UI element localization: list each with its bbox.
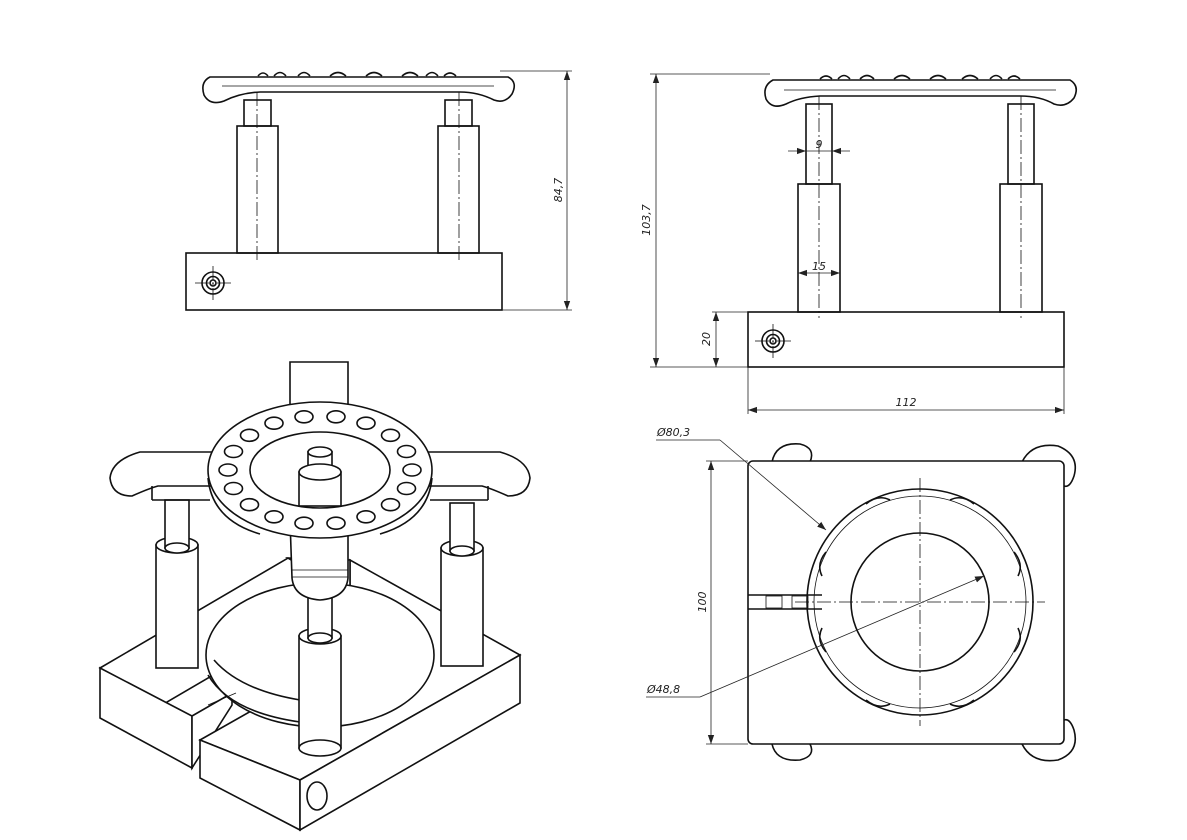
ring-hole xyxy=(380,428,401,443)
ring-inner-diameter-dimension: Ø48,8 xyxy=(646,683,680,696)
front-height-dimension: 84,7 xyxy=(552,178,565,203)
plan-view: Ø80,3 Ø48,8 100 xyxy=(646,426,1077,762)
base-height-dimension: 20 xyxy=(700,332,713,346)
ring-hole xyxy=(223,444,244,459)
ring-hole xyxy=(239,497,260,512)
isometric-view xyxy=(98,361,531,832)
ring-outer-diameter-dimension: Ø80,3 xyxy=(656,426,690,439)
ring-hole xyxy=(223,481,244,496)
ring-hole xyxy=(264,416,284,431)
ring-hole xyxy=(396,444,417,459)
ring-hole xyxy=(356,509,376,524)
ring-hole xyxy=(239,428,260,443)
ring-hole xyxy=(294,516,314,531)
rod-diameter-dimension: 9 xyxy=(816,138,823,151)
ring-hole xyxy=(294,409,314,424)
base-width-dimension: 112 xyxy=(896,396,917,409)
ring-hole xyxy=(396,481,417,496)
ring-hole xyxy=(218,463,238,477)
ring-hole xyxy=(402,463,422,477)
ring-holes xyxy=(218,409,422,531)
ring-hole xyxy=(356,416,376,431)
front-view: 84,7 xyxy=(185,70,572,311)
tube-diameter-dimension: 15 xyxy=(812,260,826,273)
side-view: 103,7 20 112 9 15 xyxy=(640,73,1078,414)
ring-hole xyxy=(380,497,401,512)
plan-depth-dimension: 100 xyxy=(696,592,709,613)
ring-hole xyxy=(264,509,284,524)
side-height-dimension: 103,7 xyxy=(640,204,653,236)
ring-hole xyxy=(326,409,346,424)
ring-hole xyxy=(326,516,346,531)
